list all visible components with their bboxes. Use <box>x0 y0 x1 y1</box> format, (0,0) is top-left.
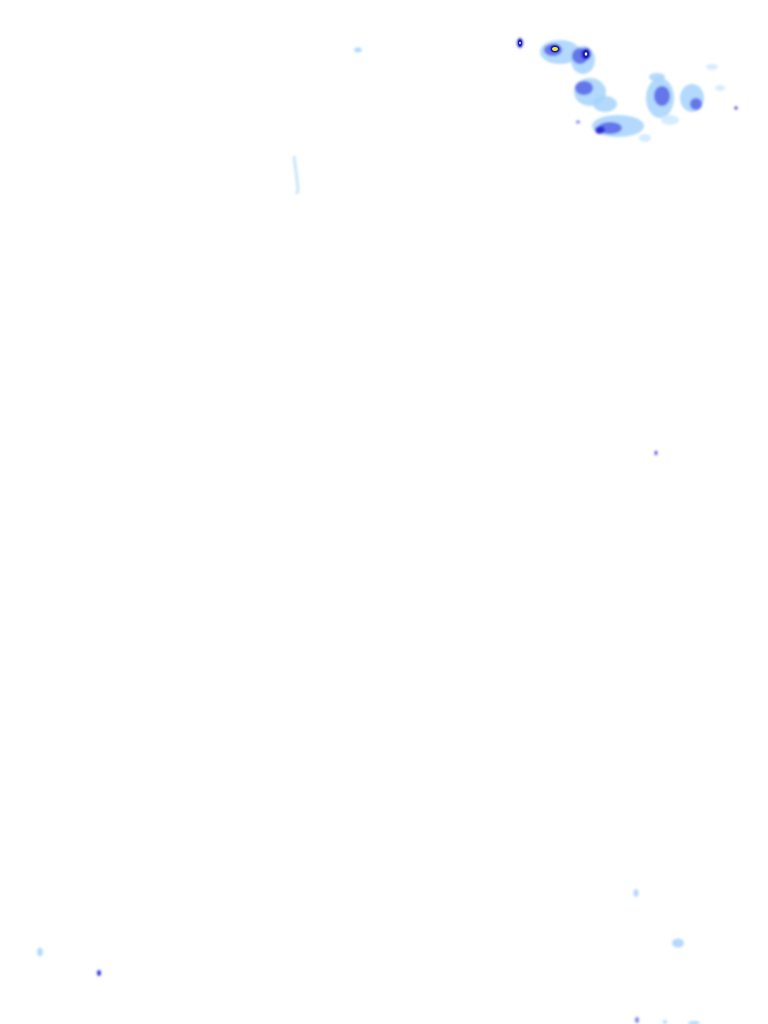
rain-intense-cores <box>518 39 589 58</box>
rain-echo <box>575 81 593 95</box>
rain-echo <box>354 47 362 53</box>
rain-echo <box>661 115 679 125</box>
rain-echo <box>672 938 684 948</box>
rain-core <box>584 52 588 56</box>
rain-core <box>519 41 521 45</box>
rain-core <box>552 47 558 51</box>
rain-echo <box>635 1017 639 1023</box>
rain-scattered-echoes <box>37 47 738 1024</box>
rain-echo <box>688 1021 700 1024</box>
rain-cell-cluster-northeast <box>517 38 725 142</box>
rain-echo <box>292 155 300 195</box>
rain-echo <box>593 96 617 112</box>
rain-echo <box>654 450 658 456</box>
rain-echo <box>715 85 725 91</box>
rain-echo <box>97 970 101 976</box>
rain-echo <box>576 120 580 124</box>
rain-echo <box>639 134 651 142</box>
rain-echo <box>706 64 718 70</box>
rain-echo <box>690 98 702 110</box>
rain-echo <box>595 126 605 134</box>
rain-echo <box>654 86 670 106</box>
rain-echo <box>663 1020 667 1024</box>
rain-echo <box>633 889 639 897</box>
rain-echo <box>734 106 738 110</box>
rain-echo <box>649 73 665 81</box>
rain-echo <box>37 947 43 957</box>
